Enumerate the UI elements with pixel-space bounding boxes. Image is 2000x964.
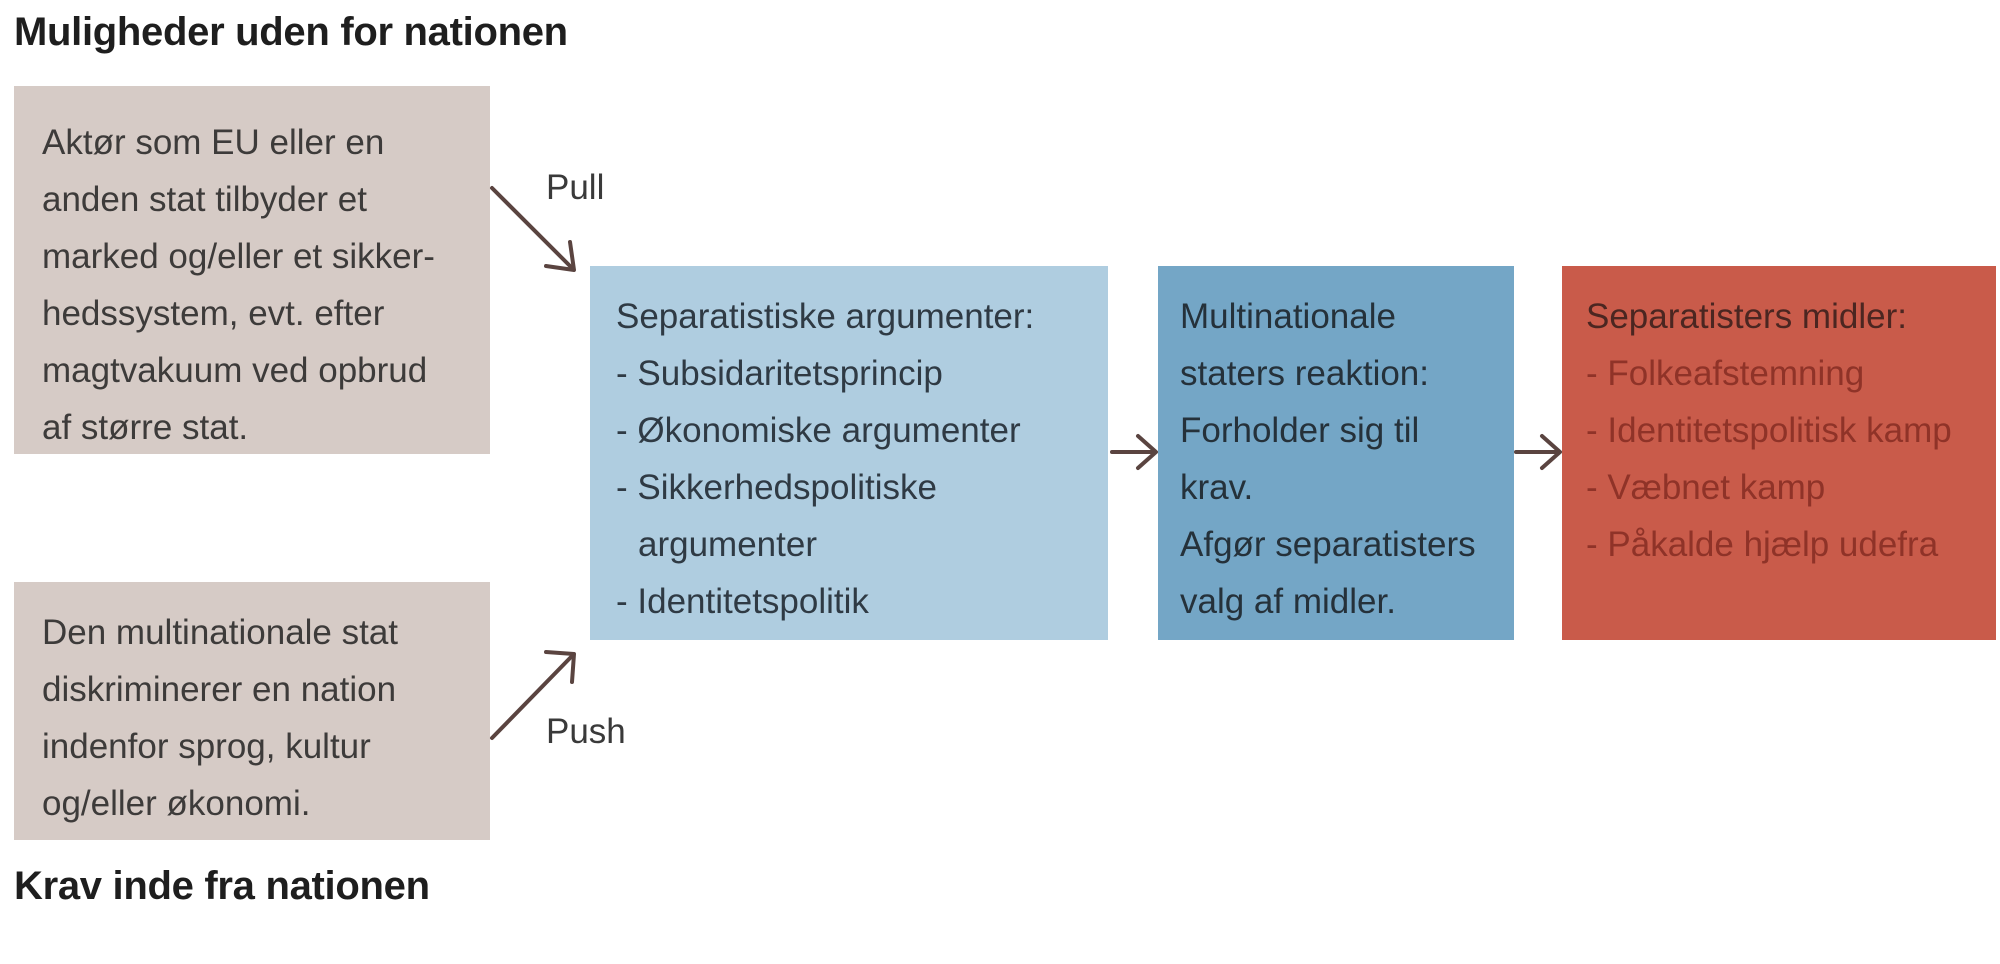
- push-box-line: og/eller økonomi.: [42, 784, 311, 823]
- pull-arrow: [490, 186, 574, 270]
- push-arrow: [490, 654, 574, 740]
- state-reaction-box: Multinationale staters reaktion: Forhold…: [1158, 266, 1514, 640]
- argument-item: - Subsidaritetsprincip: [616, 354, 943, 393]
- means-item: - Folkeafstemning: [1586, 354, 1865, 393]
- pull-box-line: marked og/eller et sikker-: [42, 237, 435, 276]
- reaction-body-line: krav.: [1180, 468, 1254, 507]
- reaction-to-means-arrowhead: [1540, 434, 1562, 470]
- separatist-means-box: Separatisters midler: - Folkeafstemning …: [1562, 266, 1996, 640]
- pull-label: Pull: [546, 168, 605, 207]
- separatist-arguments-box: Separatistiske argumenter: - Subsidarite…: [590, 266, 1108, 640]
- heading-possibilities-outside-nation: Muligheder uden for nationen: [14, 10, 568, 54]
- pull-arrowhead: [544, 240, 576, 272]
- means-list: - Folkeafstemning - Identitetspolitisk k…: [1586, 345, 1986, 573]
- pull-factor-box: Aktør som EU eller en anden stat tilbyde…: [14, 86, 490, 454]
- means-item: - Påkalde hjælp udefra: [1586, 525, 1939, 564]
- push-label: Push: [546, 712, 626, 751]
- arguments-list: - Subsidaritetsprincip - Økonomiske argu…: [616, 345, 1090, 630]
- reaction-body-line: valg af midler.: [1180, 582, 1396, 621]
- arguments-title: Separatistiske argumenter:: [616, 297, 1035, 336]
- argument-item: - Økonomiske argumenter: [616, 411, 1021, 450]
- means-item: - Væbnet kamp: [1586, 468, 1826, 507]
- reaction-title-line: staters reaktion:: [1180, 354, 1429, 393]
- heading-demands-inside-nation: Krav inde fra nationen: [14, 864, 430, 908]
- pull-box-line: magtvakuum ved opbrud: [42, 351, 428, 390]
- reaction-title-line: Multinationale: [1180, 297, 1396, 336]
- pull-box-line: af større stat.: [42, 408, 249, 447]
- reaction-body-line: Afgør separatisters: [1180, 525, 1476, 564]
- pull-box-line: hedssystem, evt. efter: [42, 294, 385, 333]
- push-arrowhead: [544, 650, 576, 684]
- arguments-to-reaction-arrowhead: [1136, 434, 1158, 470]
- means-title: Separatisters midler:: [1586, 297, 1907, 336]
- pull-box-line: Aktør som EU eller en: [42, 123, 385, 162]
- pull-box-line: anden stat tilbyder et: [42, 180, 367, 219]
- argument-item: - Sikkerhedspolitiske argumenter: [616, 468, 937, 564]
- push-box-line: Den multinationale stat: [42, 613, 399, 652]
- push-box-line: diskriminerer en nation: [42, 670, 397, 709]
- means-item: - Identitetspolitisk kamp: [1586, 411, 1952, 450]
- argument-item: - Identitetspolitik: [616, 582, 869, 621]
- push-box-line: indenfor sprog, kultur: [42, 727, 371, 766]
- reaction-body-line: Forholder sig til: [1180, 411, 1420, 450]
- push-factor-box: Den multinationale stat diskriminerer en…: [14, 582, 490, 840]
